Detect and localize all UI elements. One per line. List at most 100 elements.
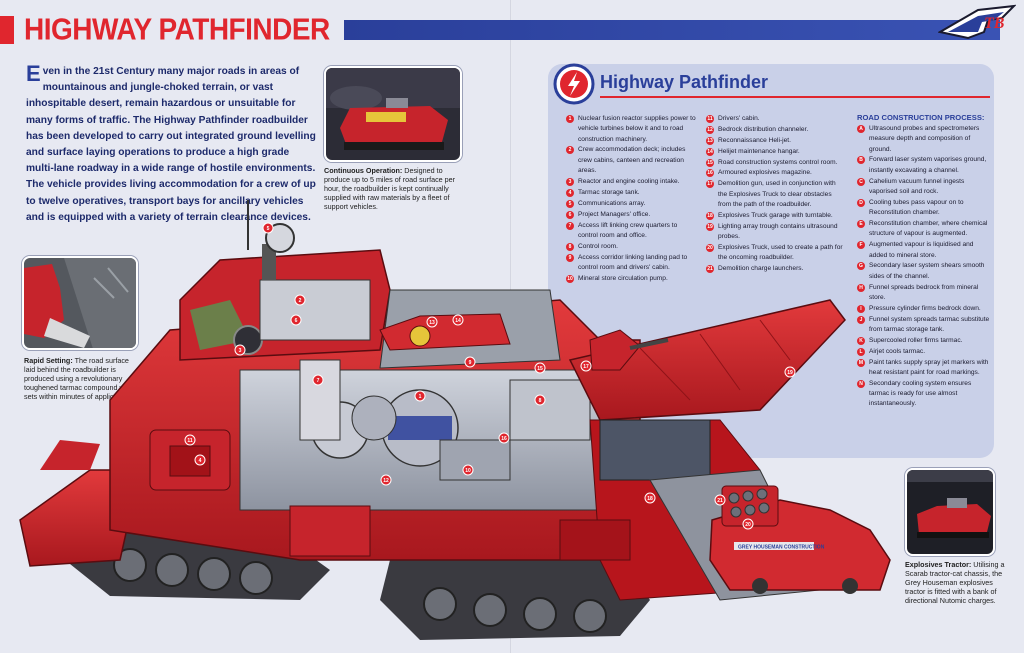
component-list-text: Road construction systems control room.	[718, 158, 838, 166]
truck-livery-text: GREY HOUSEMAN CONSTRUCTION	[738, 545, 825, 551]
number-badge: I	[857, 304, 865, 313]
logo-text: TB	[984, 15, 1005, 32]
callout-marker: 2	[294, 294, 306, 306]
svg-text:8: 8	[539, 398, 542, 404]
elevator-shaft	[299, 359, 341, 441]
svg-text:12: 12	[383, 478, 389, 484]
number-badge: H	[857, 283, 865, 292]
number-badge: G	[857, 262, 865, 271]
callout-marker: 1	[414, 390, 426, 402]
panel-title: Highway Pathfinder	[600, 72, 769, 92]
process-step-text: Pressure cylinder firms bedrock down.	[869, 304, 981, 312]
demolition-gun-barrel	[629, 338, 669, 350]
caption-rapid-setting: Rapid Setting: The road surface laid beh…	[24, 356, 138, 401]
header-red-block	[0, 16, 14, 44]
crew-cabins	[259, 279, 371, 341]
process-step-text: Airjet cools tarmac.	[869, 347, 926, 355]
component-list-text: Communications array.	[578, 199, 646, 207]
svg-text:11: 11	[187, 438, 193, 444]
number-badge: F	[857, 241, 865, 250]
process-step-text: Cooling tubes pass vapour on to Reconsti…	[869, 198, 964, 217]
component-list-item: 16 Armoured explosives magazine.	[706, 168, 846, 178]
svg-text:19: 19	[787, 370, 793, 376]
callout-marker: 8	[534, 394, 546, 406]
svg-text:5: 5	[267, 226, 270, 232]
callout-marker: 6	[290, 314, 302, 326]
process-step-text: Paint tanks supply spray jet markers wit…	[869, 358, 989, 376]
svg-text:6: 6	[295, 318, 298, 324]
component-list-item: 3 Reactor and engine cooling intake.	[566, 177, 696, 187]
svg-text:17: 17	[583, 364, 589, 370]
svg-text:7: 7	[317, 378, 320, 384]
lightning-badge-icon	[553, 63, 595, 105]
process-step-text: Secondary cooling system ensures tarmac …	[869, 379, 972, 408]
front-arm	[40, 440, 100, 470]
callout-marker: 5	[262, 222, 274, 234]
component-list-text: Bedrock distribution channeler.	[718, 125, 809, 133]
control-room	[509, 379, 591, 441]
photo-rapid-setting	[22, 256, 138, 350]
component-list-text: Lighting array trough contains ultrasoun…	[718, 222, 838, 241]
component-list-text: Explosives Truck garage with turntable.	[718, 211, 833, 219]
component-list-text: Tarmac storage tank.	[578, 188, 640, 196]
process-step-text: Cahelium vacuum funnel ingests vaporised…	[869, 177, 965, 195]
rear-engine-block	[559, 519, 631, 561]
component-list-text: Project Managers' office.	[578, 210, 651, 218]
rear-ramp-wing	[568, 299, 846, 421]
demolition-gun	[589, 329, 641, 371]
component-list-text: Access corridor linking landing pad to c…	[578, 253, 688, 271]
component-list-item: 11 Drivers' cabin.	[706, 114, 846, 124]
component-list-text: Drivers' cabin.	[718, 115, 760, 122]
process-step-text: Forward laser system vaporises ground, i…	[869, 156, 987, 174]
process-title: ROAD CONSTRUCTION PROCESS:	[857, 113, 985, 122]
photo-continuous-operation	[324, 66, 462, 162]
garage-interior	[599, 419, 711, 481]
number-badge: M	[857, 358, 865, 367]
number-badge: 19	[706, 222, 714, 231]
number-badge: 11	[706, 115, 714, 123]
component-list-item: 4 Tarmac storage tank.	[566, 188, 696, 198]
callout-marker: 13	[426, 316, 438, 328]
svg-text:13: 13	[429, 320, 435, 326]
number-badge: 4	[566, 188, 574, 197]
number-badge: C	[857, 177, 865, 186]
machinery-bay	[439, 439, 511, 481]
svg-text:18: 18	[647, 496, 653, 502]
number-badge: J	[857, 315, 865, 324]
callout-marker: 17	[580, 360, 592, 372]
component-list-text: Crew accommodation deck; includes crew c…	[578, 146, 686, 175]
intro-text: ven in the 21st Century many major roads…	[26, 66, 316, 223]
svg-text:2: 2	[299, 298, 302, 304]
page-title: HIGHWAY PATHFINDER	[24, 12, 330, 47]
number-badge: 15	[706, 158, 714, 167]
thunderbirds-logo-icon: TB	[938, 4, 1016, 40]
component-list-text: Demolition charge launchers.	[718, 265, 804, 273]
number-badge: 14	[706, 147, 714, 156]
callout-marker: 4	[194, 454, 206, 466]
caption-explosives-tractor: Explosives Tractor: Utilising a Scarab t…	[905, 560, 1005, 605]
svg-text:3: 3	[239, 348, 242, 354]
number-badge: A	[857, 125, 865, 133]
number-badge: 16	[706, 169, 714, 178]
component-list-text: Reactor and engine cooling intake.	[578, 177, 680, 185]
svg-text:9: 9	[469, 360, 472, 366]
component-list-text: Armoured explosives magazine.	[718, 169, 812, 177]
process-step-item: I Pressure cylinder firms bedrock down.	[857, 304, 993, 314]
number-badge: 3	[566, 177, 574, 186]
callout-marker: 11	[184, 434, 196, 446]
number-badge: N	[857, 379, 865, 388]
callout-marker: 18	[644, 492, 656, 504]
component-list-text: Demolition gun, used in conjunction with…	[718, 180, 836, 208]
process-step-item: C Cahelium vacuum funnel ingests vaporise…	[857, 177, 993, 198]
number-badge: 18	[706, 211, 714, 220]
